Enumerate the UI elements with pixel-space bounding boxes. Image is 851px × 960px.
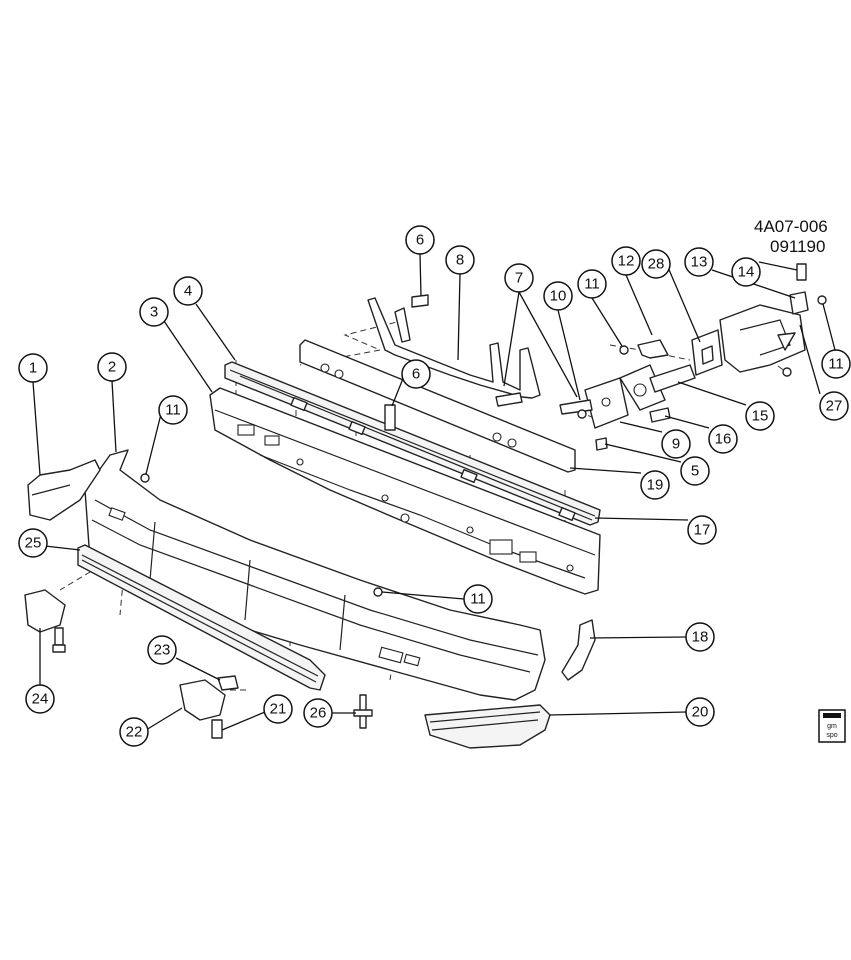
- svg-text:10: 10: [550, 288, 567, 305]
- svg-text:9: 9: [672, 436, 680, 453]
- svg-text:4: 4: [184, 283, 192, 300]
- callout-15: 15: [745, 401, 775, 431]
- svg-text:15: 15: [752, 408, 769, 425]
- gm-spo-logo: gm spo: [818, 709, 846, 743]
- svg-text:6: 6: [412, 366, 420, 383]
- callout-11-d: 11: [463, 584, 493, 614]
- drawing-code: 4A07-006: [754, 217, 828, 236]
- svg-text:1: 1: [29, 360, 37, 377]
- bolt-16: [649, 407, 671, 423]
- callout-24: 24: [25, 684, 55, 714]
- callout-25: 25: [18, 528, 48, 558]
- svg-text:7: 7: [515, 270, 523, 287]
- svg-text:14: 14: [738, 264, 755, 281]
- right-lower-trim: [424, 704, 551, 749]
- bracket-27: [719, 304, 806, 373]
- callout-28: 28: [641, 249, 671, 279]
- callout-7: 7: [504, 263, 534, 293]
- leader-lines: [32, 253, 836, 731]
- bracket-15: [619, 364, 696, 411]
- svg-text:18: 18: [692, 629, 709, 646]
- bracket-12: [637, 339, 669, 359]
- logo-line1: gm: [827, 723, 837, 730]
- logo-line2: spo: [826, 732, 837, 739]
- impact-bar: [209, 387, 601, 595]
- callout-16: 16: [708, 424, 738, 454]
- absorber-strip: [224, 361, 601, 526]
- callout-11-a: 11: [577, 269, 607, 299]
- mounting-plate-9: [584, 377, 629, 429]
- callout-8: 8: [445, 245, 475, 275]
- svg-text:17: 17: [694, 522, 711, 539]
- callout-14: 14: [731, 257, 761, 287]
- callout-4: 4: [173, 276, 203, 306]
- svg-text:27: 27: [826, 398, 843, 415]
- callout-26: 26: [303, 698, 333, 728]
- callout-3: 3: [139, 297, 169, 327]
- callout-20: 20: [685, 697, 715, 727]
- svg-text:26: 26: [310, 705, 327, 722]
- callout-21: 21: [263, 694, 293, 724]
- left-lower-bracket: [24, 589, 66, 653]
- reinforcement-plate: [299, 339, 576, 473]
- callout-10: 10: [543, 281, 573, 311]
- svg-text:11: 11: [470, 591, 486, 608]
- callout-6-mid: 6: [401, 359, 431, 389]
- bracket-28: [691, 329, 723, 376]
- callout-23: 23: [147, 635, 177, 665]
- svg-text:21: 21: [270, 701, 287, 718]
- svg-text:6: 6: [416, 232, 424, 249]
- callout-2: 2: [97, 352, 127, 382]
- callout-11-c: 11: [158, 395, 188, 425]
- svg-text:25: 25: [25, 535, 42, 552]
- clip-26: [353, 694, 373, 729]
- right-end-bracket: [561, 619, 596, 681]
- svg-text:22: 22: [126, 724, 143, 741]
- pin-23: [217, 675, 239, 691]
- svg-text:16: 16: [715, 431, 732, 448]
- callout-11-b: 11: [821, 349, 851, 379]
- drawing-date: 091190: [770, 237, 825, 256]
- bolts: [384, 263, 807, 451]
- callout-22: 22: [119, 717, 149, 747]
- svg-text:23: 23: [154, 642, 171, 659]
- svg-text:5: 5: [691, 463, 699, 480]
- svg-text:13: 13: [691, 254, 708, 271]
- callout-27: 27: [819, 391, 849, 421]
- svg-text:12: 12: [618, 253, 635, 270]
- callout-1: 1: [18, 353, 48, 383]
- callout-13: 13: [684, 247, 714, 277]
- upper-bracket-bar: [367, 297, 541, 399]
- callout-5: 5: [680, 456, 710, 486]
- callout-19: 19: [640, 470, 670, 500]
- svg-text:2: 2: [108, 359, 116, 376]
- svg-text:11: 11: [584, 276, 600, 293]
- bracket-13: [789, 291, 809, 315]
- callout-18: 18: [685, 622, 715, 652]
- svg-text:20: 20: [692, 704, 709, 721]
- callout-9: 9: [661, 429, 691, 459]
- callout-17: 17: [687, 515, 717, 545]
- lower-strip: [77, 544, 326, 691]
- svg-text:28: 28: [648, 256, 665, 273]
- svg-text:11: 11: [165, 402, 181, 419]
- svg-text:3: 3: [150, 304, 158, 321]
- svg-text:11: 11: [828, 356, 844, 373]
- svg-text:19: 19: [647, 477, 664, 494]
- svg-text:8: 8: [456, 252, 464, 269]
- left-end-bracket: [27, 459, 101, 521]
- callout-12: 12: [611, 246, 641, 276]
- center-lower-bracket: [179, 679, 226, 739]
- callout-6-top: 6: [405, 225, 435, 255]
- svg-text:24: 24: [32, 691, 49, 708]
